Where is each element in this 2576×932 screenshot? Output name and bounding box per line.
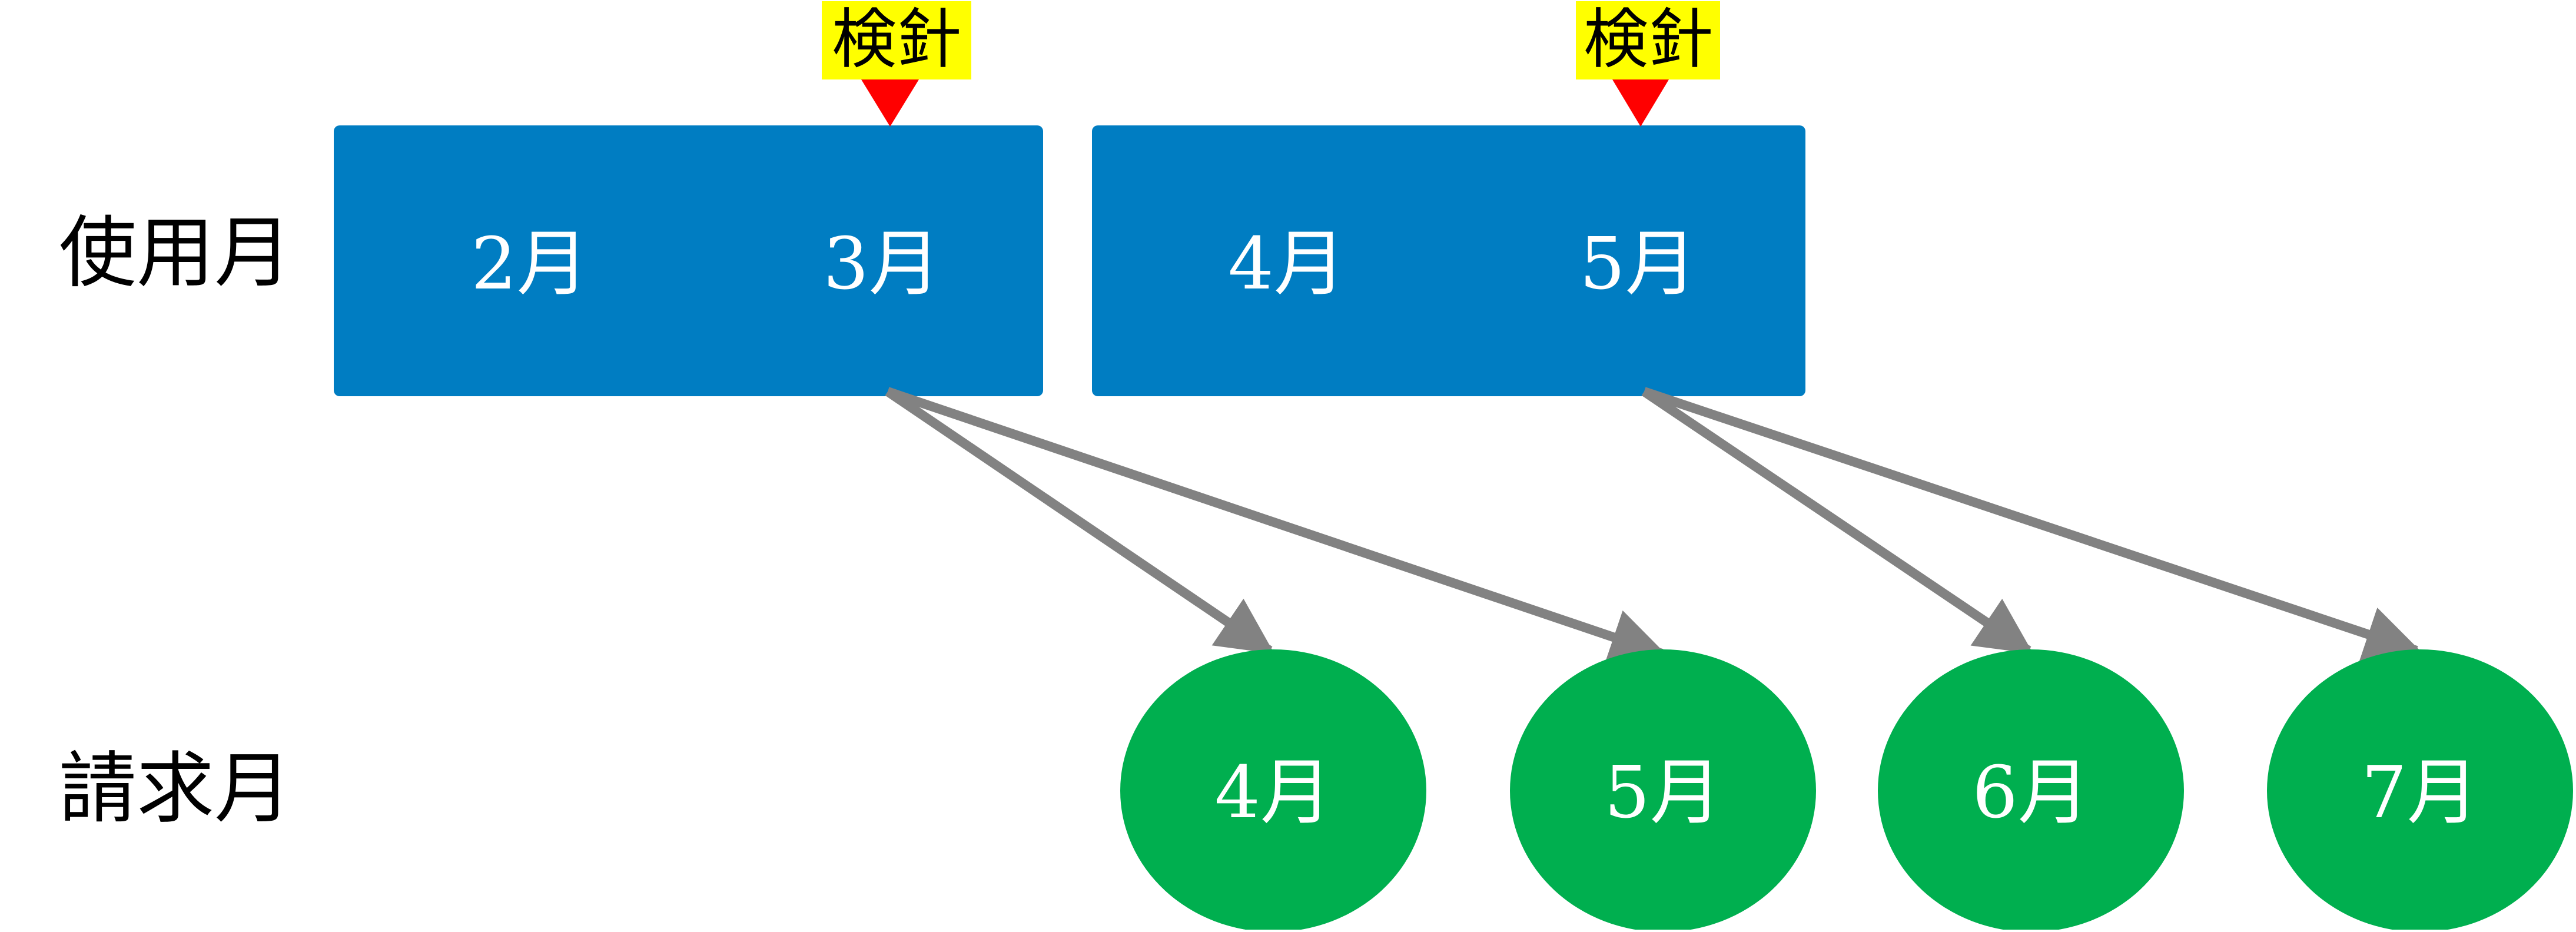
meter-reading-marker-icon [1612, 79, 1669, 127]
billing-month-text: 5月 [1604, 751, 1722, 834]
billing-month-text: 7月 [2361, 751, 2479, 834]
meter-reading-marker-icon [861, 79, 919, 127]
billing-arrow [1641, 387, 2033, 655]
usage-period-1: 2月 3月 [334, 125, 1043, 396]
usage-period-2: 4月 5月 [1092, 125, 1805, 396]
billing-month-text: 6月 [1972, 751, 2090, 834]
meter-reading-callout-2: 検針 [1576, 1, 1720, 127]
billing-month-circle [1878, 649, 2184, 932]
billing-month-circle [2267, 649, 2573, 932]
billing-arrows [885, 387, 2422, 664]
billing-month-1: 4月 [1120, 649, 1426, 932]
billing-arrow [886, 387, 1668, 664]
billing-month-label: 請求月 [59, 744, 292, 834]
meter-reading-label: 検針 [1584, 2, 1713, 77]
billing-month-2: 5月 [1510, 649, 1816, 932]
billing-arrow [885, 387, 1274, 655]
billing-month-circle [1120, 649, 1426, 932]
usage-period-box [1092, 125, 1805, 396]
usage-month-text: 2月 [471, 222, 589, 306]
billing-arrow [1642, 387, 2422, 662]
billing-month-circle [1510, 649, 1816, 932]
meter-reading-tag [1576, 1, 1720, 79]
billing-month-text: 4月 [1214, 751, 1332, 834]
usage-month-label: 使用月 [59, 208, 292, 298]
meter-reading-tag [822, 1, 971, 79]
usage-month-text: 4月 [1228, 222, 1346, 306]
billing-month-4: 7月 [2267, 649, 2573, 932]
billing-month-3: 6月 [1878, 649, 2184, 932]
usage-period-box [334, 125, 1043, 396]
meter-reading-callout-1: 検針 [822, 1, 971, 127]
usage-month-text: 3月 [823, 222, 941, 306]
usage-month-text: 5月 [1579, 222, 1697, 306]
meter-reading-label: 検針 [832, 2, 961, 77]
